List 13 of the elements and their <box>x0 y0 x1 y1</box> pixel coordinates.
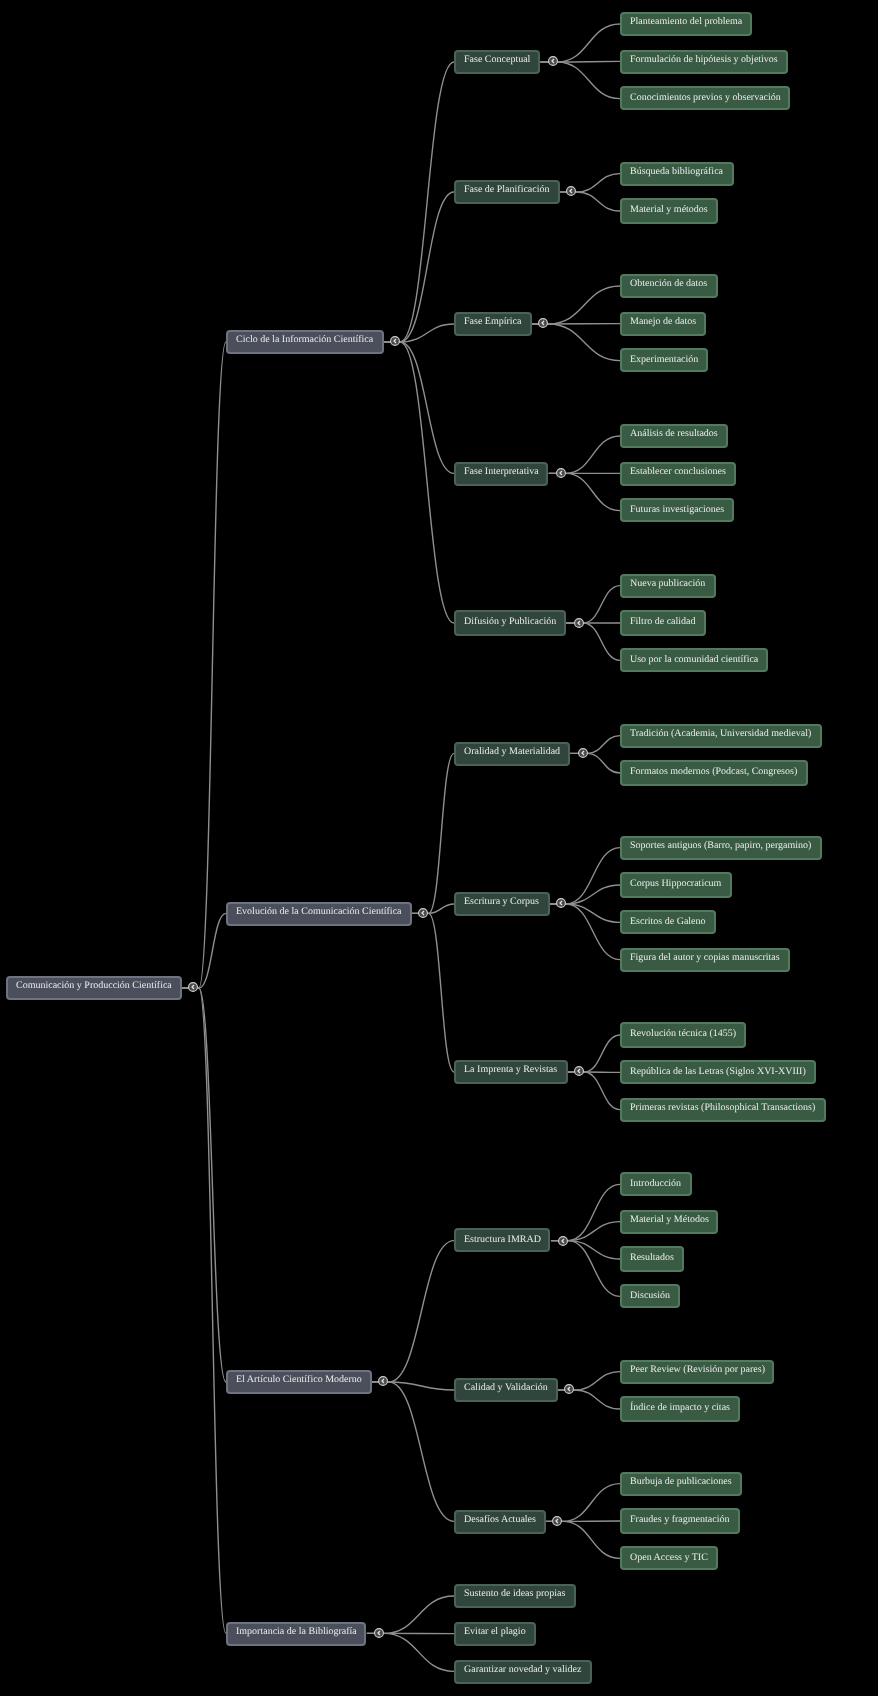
connector-line <box>558 191 621 212</box>
connector-line <box>550 1239 621 1298</box>
connector-line <box>548 472 621 512</box>
connector-line <box>557 1389 621 1410</box>
connector-line <box>539 61 621 100</box>
connector-line <box>530 323 621 362</box>
connector-line <box>565 622 621 662</box>
connector-line <box>371 1381 455 1523</box>
connector-line <box>566 1071 621 1111</box>
connector-line <box>569 752 621 774</box>
connector-line <box>410 912 455 1073</box>
connector-line <box>366 1632 455 1673</box>
connector-line <box>545 1520 621 1560</box>
